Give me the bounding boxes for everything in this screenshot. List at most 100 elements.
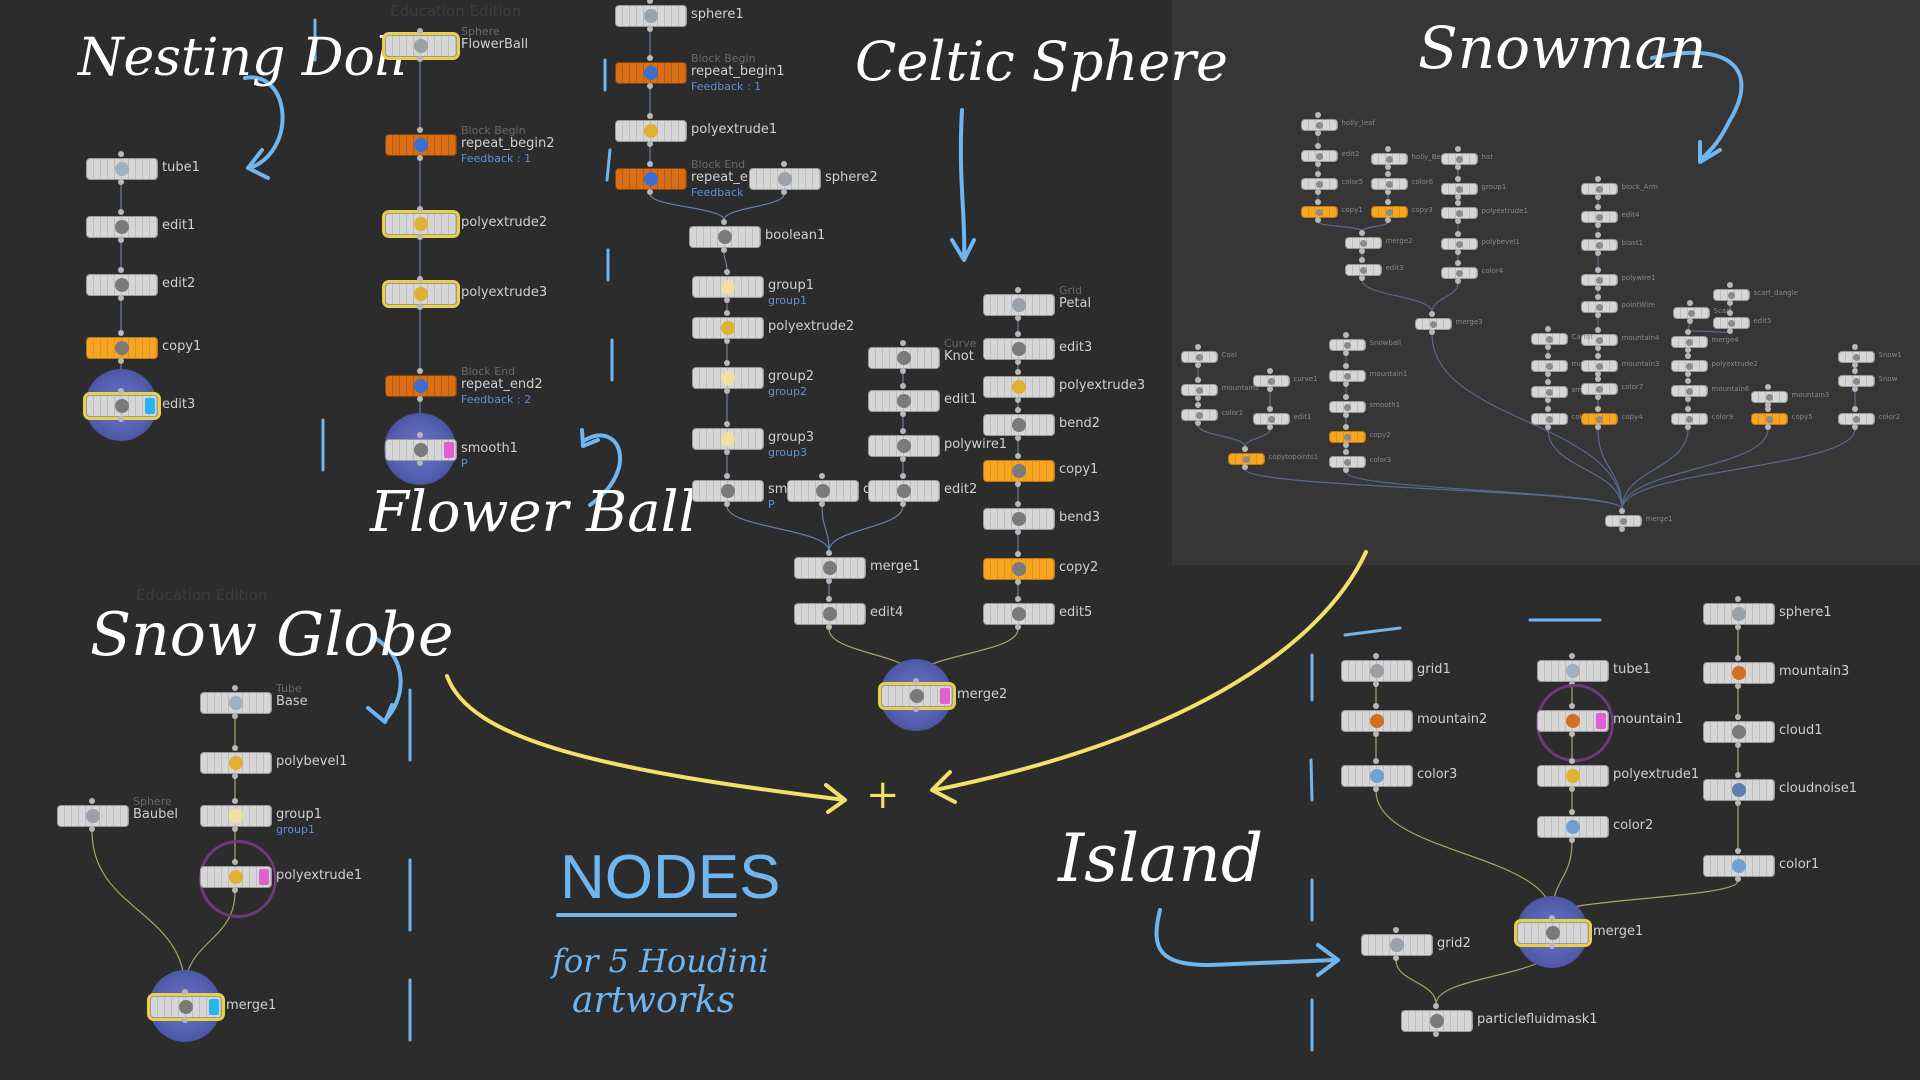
- output-connector[interactable]: [1687, 318, 1693, 324]
- node-tile[interactable]: [868, 347, 940, 369]
- input-connector[interactable]: [232, 798, 238, 804]
- input-connector[interactable]: [1315, 112, 1321, 118]
- input-connector[interactable]: [1727, 310, 1733, 316]
- node-tile[interactable]: [878, 682, 956, 710]
- input-connector[interactable]: [1595, 176, 1601, 182]
- input-connector[interactable]: [1852, 406, 1858, 412]
- output-connector[interactable]: [1545, 397, 1551, 403]
- input-connector[interactable]: [1385, 146, 1391, 152]
- output-connector[interactable]: [1545, 344, 1551, 350]
- input-connector[interactable]: [1015, 453, 1021, 459]
- output-connector[interactable]: [1015, 481, 1021, 487]
- node-tile[interactable]: [983, 603, 1055, 625]
- node-tile[interactable]: [1580, 239, 1618, 251]
- output-connector[interactable]: [1385, 217, 1391, 223]
- input-connector[interactable]: [1765, 384, 1771, 390]
- input-connector[interactable]: [1595, 232, 1601, 238]
- input-connector[interactable]: [1455, 231, 1461, 237]
- output-connector[interactable]: [1545, 424, 1551, 430]
- output-connector[interactable]: [724, 388, 730, 394]
- input-connector[interactable]: [118, 330, 124, 336]
- output-connector[interactable]: [1195, 362, 1201, 368]
- input-connector[interactable]: [1315, 171, 1321, 177]
- node-tile[interactable]: [615, 120, 687, 142]
- node-tile[interactable]: [1361, 934, 1433, 956]
- node-tile[interactable]: [1537, 765, 1609, 787]
- output-connector[interactable]: [118, 358, 124, 364]
- node-tile[interactable]: [692, 367, 764, 389]
- output-connector[interactable]: [417, 460, 423, 466]
- input-connector[interactable]: [647, 55, 653, 61]
- input-connector[interactable]: [724, 310, 730, 316]
- output-connector[interactable]: [1015, 359, 1021, 365]
- output-connector[interactable]: [1429, 329, 1435, 335]
- output-connector[interactable]: [1195, 395, 1201, 401]
- input-connector[interactable]: [1195, 402, 1201, 408]
- output-connector[interactable]: [647, 189, 653, 195]
- node-tile[interactable]: [382, 280, 460, 308]
- node-tile[interactable]: [1580, 360, 1618, 372]
- node-tile[interactable]: [692, 428, 764, 450]
- input-connector[interactable]: [1195, 377, 1201, 383]
- output-connector[interactable]: [1685, 347, 1691, 353]
- input-connector[interactable]: [826, 596, 832, 602]
- input-connector[interactable]: [1685, 378, 1691, 384]
- node-tile[interactable]: [1328, 339, 1366, 351]
- node-tile[interactable]: [1703, 855, 1775, 877]
- input-connector[interactable]: [1393, 927, 1399, 933]
- input-connector[interactable]: [1385, 199, 1391, 205]
- input-connector[interactable]: [1385, 171, 1391, 177]
- node-tile[interactable]: [1252, 413, 1290, 425]
- output-connector[interactable]: [1735, 800, 1741, 806]
- input-connector[interactable]: [1267, 368, 1273, 374]
- input-connector[interactable]: [900, 428, 906, 434]
- output-connector[interactable]: [1569, 786, 1575, 792]
- output-connector[interactable]: [232, 773, 238, 779]
- node-tile[interactable]: [1580, 383, 1618, 395]
- input-connector[interactable]: [1569, 809, 1575, 815]
- output-connector[interactable]: [1727, 328, 1733, 334]
- output-connector[interactable]: [1385, 164, 1391, 170]
- input-connector[interactable]: [1242, 446, 1248, 452]
- node-tile[interactable]: [200, 692, 272, 714]
- output-connector[interactable]: [118, 295, 124, 301]
- output-connector[interactable]: [1343, 467, 1349, 473]
- output-connector[interactable]: [1569, 837, 1575, 843]
- node-tile[interactable]: [1341, 660, 1413, 682]
- node-tile[interactable]: [1703, 603, 1775, 625]
- output-connector[interactable]: [1359, 248, 1365, 254]
- input-connector[interactable]: [417, 206, 423, 212]
- input-connector[interactable]: [1545, 406, 1551, 412]
- node-tile[interactable]: [983, 376, 1055, 398]
- input-connector[interactable]: [417, 276, 423, 282]
- input-connector[interactable]: [1195, 344, 1201, 350]
- node-tile[interactable]: [1530, 386, 1568, 398]
- input-connector[interactable]: [417, 127, 423, 133]
- node-tile[interactable]: [385, 375, 457, 397]
- output-connector[interactable]: [1195, 420, 1201, 426]
- display-flag-icon[interactable]: [444, 442, 454, 458]
- output-connector[interactable]: [913, 706, 919, 712]
- input-connector[interactable]: [1343, 363, 1349, 369]
- output-connector[interactable]: [1455, 164, 1461, 170]
- input-connector[interactable]: [417, 432, 423, 438]
- output-connector[interactable]: [724, 297, 730, 303]
- node-tile[interactable]: [1514, 919, 1592, 947]
- input-connector[interactable]: [1735, 772, 1741, 778]
- display-flag-icon[interactable]: [259, 869, 269, 885]
- input-connector[interactable]: [1595, 294, 1601, 300]
- node-tile[interactable]: [200, 866, 272, 888]
- node-tile[interactable]: [1328, 456, 1366, 468]
- output-connector[interactable]: [1455, 218, 1461, 224]
- output-connector[interactable]: [89, 826, 95, 832]
- output-connector[interactable]: [118, 416, 124, 422]
- node-tile[interactable]: [1604, 515, 1642, 527]
- input-connector[interactable]: [647, 113, 653, 119]
- input-connector[interactable]: [1267, 406, 1273, 412]
- output-connector[interactable]: [232, 826, 238, 832]
- node-tile[interactable]: [200, 752, 272, 774]
- output-connector[interactable]: [1015, 397, 1021, 403]
- node-tile[interactable]: [86, 158, 158, 180]
- input-connector[interactable]: [1343, 394, 1349, 400]
